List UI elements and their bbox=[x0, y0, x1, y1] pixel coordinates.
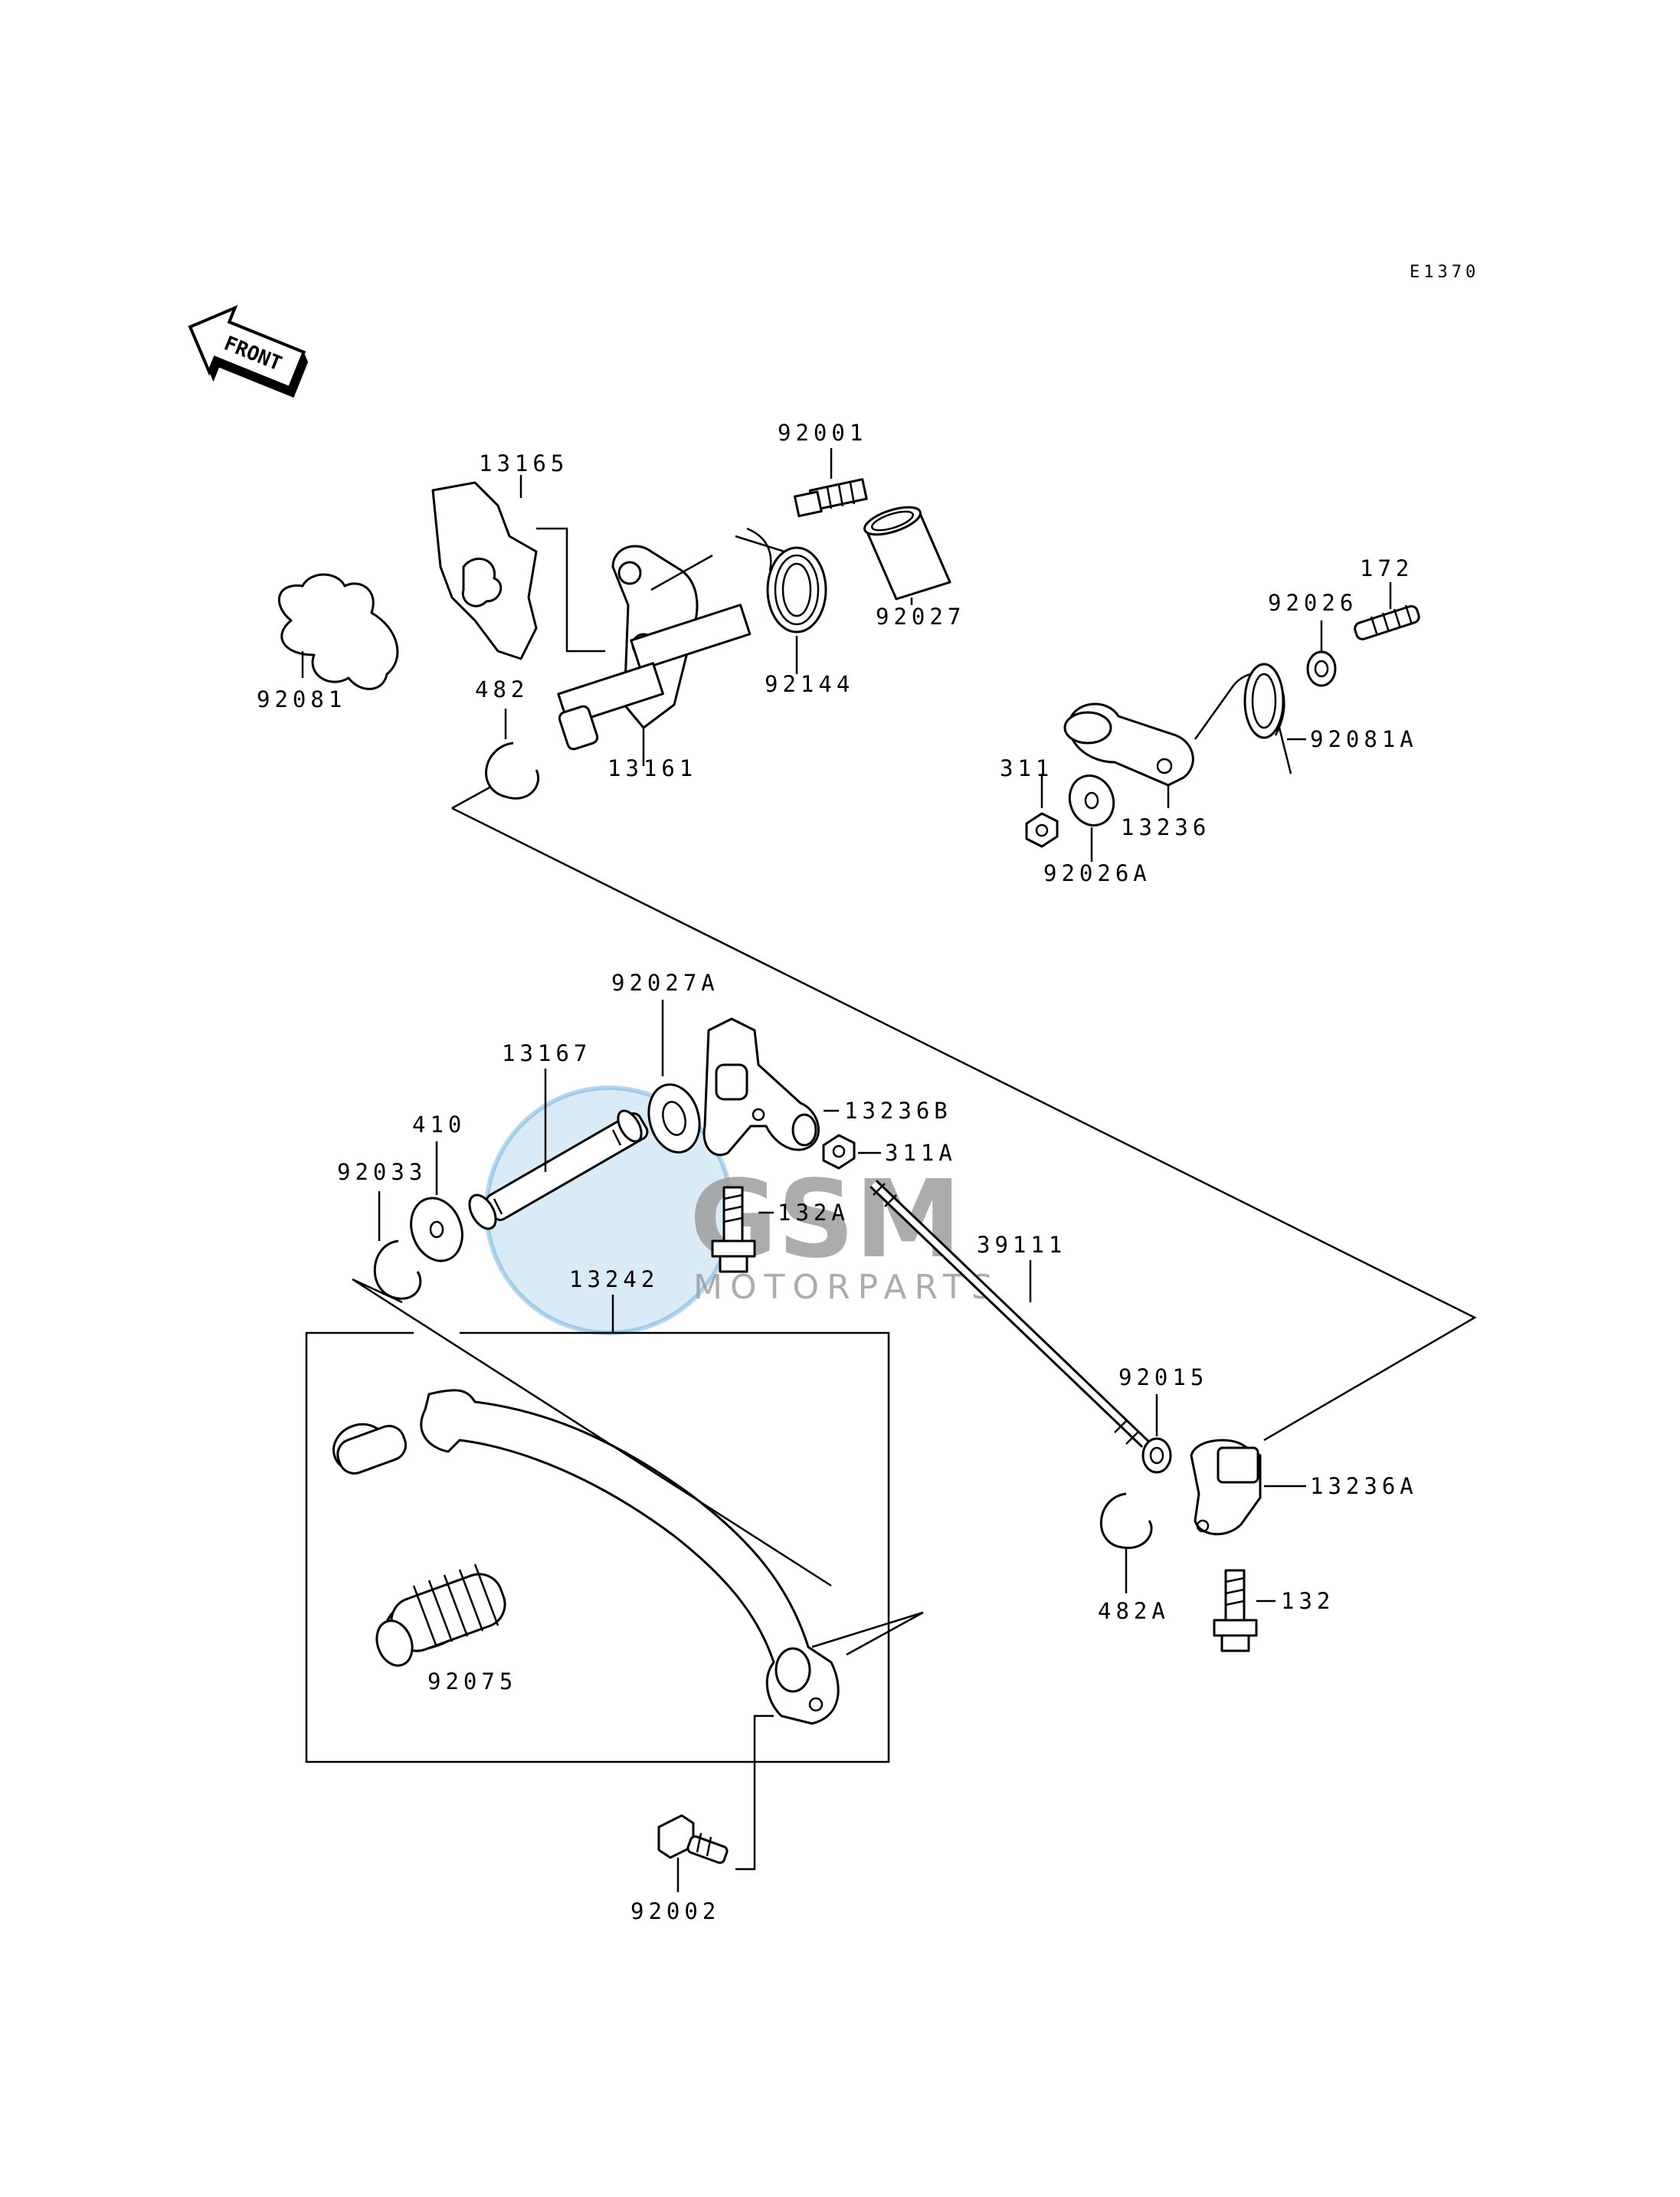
diagram-code: E1370 bbox=[1410, 263, 1479, 282]
label-92027: 92027 bbox=[876, 604, 965, 630]
part-92015 bbox=[1141, 1437, 1172, 1474]
label-92081A: 92081A bbox=[1310, 726, 1418, 752]
label-92033: 92033 bbox=[337, 1159, 427, 1185]
part-13161 bbox=[557, 545, 752, 751]
part-311A bbox=[822, 1134, 856, 1170]
front-arrow-icon: FRONT bbox=[188, 305, 309, 398]
label-13236A: 13236A bbox=[1310, 1473, 1418, 1499]
part-13236A bbox=[1190, 1439, 1262, 1536]
part-132A bbox=[711, 1186, 756, 1273]
part-311 bbox=[1025, 812, 1059, 848]
part-172 bbox=[1354, 604, 1420, 640]
label-13165: 13165 bbox=[479, 450, 568, 476]
label-92001: 92001 bbox=[778, 420, 867, 446]
part-132 bbox=[1213, 1569, 1258, 1652]
part-92144 bbox=[735, 527, 827, 634]
part-92001 bbox=[794, 478, 868, 518]
label-410: 410 bbox=[412, 1112, 466, 1138]
part-92027A bbox=[647, 1083, 701, 1154]
label-92026: 92026 bbox=[1268, 590, 1357, 616]
watermark-sub: MOTORPARTS bbox=[693, 1268, 1000, 1307]
label-13242: 13242 bbox=[569, 1266, 659, 1292]
part-92026 bbox=[1306, 650, 1337, 687]
part-13242 bbox=[332, 1389, 840, 1725]
part-482A bbox=[1100, 1492, 1153, 1550]
label-92075: 92075 bbox=[427, 1668, 517, 1694]
label-13161: 13161 bbox=[607, 755, 697, 781]
part-92002 bbox=[657, 1814, 729, 1865]
part-92033 bbox=[373, 1239, 422, 1300]
part-92027 bbox=[863, 506, 951, 601]
part-92081 bbox=[277, 573, 399, 690]
label-13167: 13167 bbox=[502, 1040, 591, 1066]
label-311A: 311A bbox=[885, 1140, 957, 1166]
label-92081: 92081 bbox=[257, 686, 346, 712]
label-13236: 13236 bbox=[1121, 814, 1210, 840]
label-482: 482 bbox=[475, 676, 529, 702]
label-92144: 92144 bbox=[765, 671, 854, 697]
label-132A: 132A bbox=[778, 1200, 850, 1226]
part-92026A bbox=[1068, 774, 1115, 827]
label-92026A: 92026A bbox=[1043, 860, 1151, 886]
label-132: 132 bbox=[1281, 1588, 1335, 1614]
part-482 bbox=[485, 742, 540, 800]
label-172: 172 bbox=[1360, 555, 1413, 581]
part-92075 bbox=[375, 1563, 506, 1667]
label-39111: 39111 bbox=[977, 1232, 1066, 1258]
label-92015: 92015 bbox=[1118, 1364, 1208, 1390]
label-13236B: 13236B bbox=[844, 1098, 952, 1124]
label-311: 311 bbox=[1000, 755, 1053, 781]
part-13236 bbox=[1063, 702, 1194, 787]
label-92002: 92002 bbox=[630, 1898, 720, 1924]
frame-13242 bbox=[305, 1295, 890, 1763]
part-92081A bbox=[1194, 663, 1292, 774]
part-13236B bbox=[702, 1017, 820, 1156]
part-39111 bbox=[869, 1179, 1149, 1449]
label-482A: 482A bbox=[1098, 1598, 1170, 1624]
part-13167 bbox=[468, 1109, 649, 1230]
label-92027A: 92027A bbox=[611, 970, 719, 996]
part-410 bbox=[410, 1197, 463, 1262]
